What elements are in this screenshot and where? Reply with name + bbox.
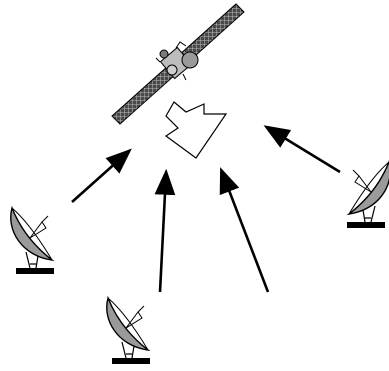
satellite-dish-icon — [106, 297, 151, 365]
satellite-dish-icon — [10, 207, 55, 275]
satellite-icon — [111, 3, 245, 125]
satellite-dish-icon — [346, 161, 389, 229]
broadcast-arrow-icon — [164, 101, 228, 159]
uplink-arrows — [71, 125, 341, 293]
uplink-arrow-bottom-left — [154, 168, 176, 293]
uplink-arrow-left — [71, 148, 132, 203]
uplink-arrow-bottom-right — [219, 167, 270, 293]
uplink-arrow-right — [263, 125, 341, 174]
satellite-body — [155, 41, 199, 81]
